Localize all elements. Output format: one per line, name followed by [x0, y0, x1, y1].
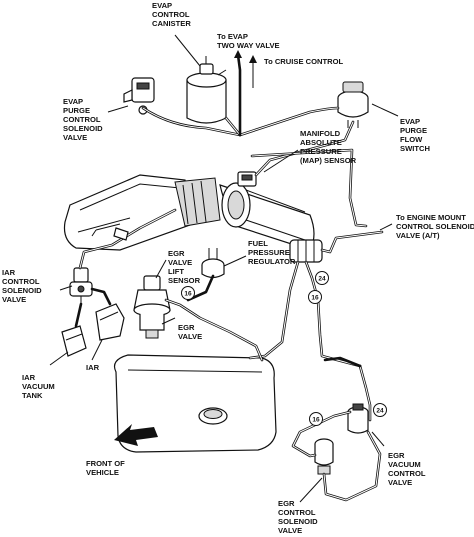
hose-badge: 16 [181, 286, 195, 300]
svg-text:EGR: EGR [178, 323, 195, 332]
svg-text:FUEL: FUEL [248, 239, 268, 248]
destination-arrows [234, 50, 257, 88]
iar-unit [95, 303, 125, 341]
svg-text:VALVE: VALVE [278, 526, 302, 535]
svg-text:24: 24 [318, 276, 326, 283]
intake-manifold [219, 182, 315, 251]
svg-text:EGR: EGR [278, 499, 295, 508]
svg-text:VACUUM: VACUUM [388, 460, 421, 469]
svg-text:IAR: IAR [22, 373, 36, 382]
svg-text:ABSOLUTE: ABSOLUTE [300, 138, 342, 147]
svg-text:SOLENOID: SOLENOID [278, 517, 318, 526]
svg-text:To ENGINE MOUNT: To ENGINE MOUNT [396, 213, 466, 222]
svg-text:CONTROL: CONTROL [388, 469, 426, 478]
svg-text:EVAP: EVAP [400, 117, 420, 126]
label-evap-control-canister: EVAP CONTROL CANISTER [152, 1, 191, 28]
iar-vacuum-tank [61, 325, 87, 357]
svg-text:CANISTER: CANISTER [152, 19, 191, 28]
svg-text:PURGE: PURGE [63, 106, 90, 115]
egr-valve [133, 275, 171, 339]
svg-text:PRESSURE: PRESSURE [248, 248, 290, 257]
svg-text:SOLENOID: SOLENOID [2, 286, 42, 295]
evap-purge-control-solenoid-valve [123, 77, 155, 115]
hose-badge: 16 [308, 290, 322, 304]
svg-text:CONTROL: CONTROL [2, 277, 40, 286]
svg-text:EGR: EGR [168, 249, 185, 258]
svg-text:VACUUM: VACUUM [22, 382, 55, 391]
label-two-way-valve: To EVAP TWO WAY VALVE [217, 32, 280, 50]
air-intake-duct [63, 174, 221, 251]
svg-text:(MAP) SENSOR: (MAP) SENSOR [300, 156, 357, 165]
svg-text:24: 24 [376, 408, 384, 415]
label-iar-control-solenoid: IAR CONTROL SOLENOID VALVE [2, 268, 42, 304]
label-iar-vacuum-tank: IAR VACUUM TANK [22, 373, 55, 400]
svg-text:TWO WAY VALVE: TWO WAY VALVE [217, 41, 280, 50]
svg-text:CONTROL: CONTROL [152, 10, 190, 19]
svg-text:CONTROL: CONTROL [63, 115, 101, 124]
svg-text:To CRUISE CONTROL: To CRUISE CONTROL [264, 57, 344, 66]
svg-text:IAR: IAR [86, 363, 100, 372]
label-front-of-vehicle: FRONT OF VEHICLE [86, 459, 125, 477]
svg-text:VEHICLE: VEHICLE [86, 468, 119, 477]
label-engine-mount-valve: To ENGINE MOUNT CONTROL SOLENOID VALVE (… [396, 213, 474, 240]
hose-badge: 16 [309, 412, 323, 426]
svg-text:EVAP: EVAP [63, 97, 83, 106]
svg-text:16: 16 [311, 295, 319, 302]
svg-text:MANIFOLD: MANIFOLD [300, 129, 341, 138]
fuel-pressure-regulator [201, 248, 225, 279]
label-egr-valve-lift-sensor: EGR VALVE LIFT SENSOR [168, 249, 201, 285]
svg-text:VALVE: VALVE [2, 295, 26, 304]
svg-text:LIFT: LIFT [168, 267, 184, 276]
label-egr-control-solenoid: EGR CONTROL SOLENOID VALVE [278, 499, 318, 535]
svg-text:EVAP: EVAP [152, 1, 172, 10]
svg-text:FRONT OF: FRONT OF [86, 459, 125, 468]
map-sensor [237, 171, 257, 187]
svg-text:16: 16 [312, 417, 320, 424]
svg-text:CONTROL SOLENOID: CONTROL SOLENOID [396, 222, 474, 231]
svg-text:CONTROL: CONTROL [278, 508, 316, 517]
label-cruise-control: To CRUISE CONTROL [264, 57, 344, 66]
hose-badge: 24 [373, 403, 387, 417]
egr-vacuum-control-valve [347, 403, 369, 434]
svg-text:VALVE: VALVE [168, 258, 192, 267]
svg-text:EGR: EGR [388, 451, 405, 460]
svg-text:PURGE: PURGE [400, 126, 427, 135]
front-of-vehicle-arrow [114, 424, 158, 446]
svg-text:IAR: IAR [2, 268, 16, 277]
hose-badge: 24 [315, 271, 329, 285]
label-iar: IAR [86, 363, 100, 372]
valve-cover [113, 354, 277, 453]
svg-text:16: 16 [184, 291, 192, 298]
svg-text:To EVAP: To EVAP [217, 32, 248, 41]
label-evap-purge-solenoid: EVAP PURGE CONTROL SOLENOID VALVE [63, 97, 103, 142]
svg-text:FLOW: FLOW [400, 135, 423, 144]
evap-purge-flow-switch [337, 81, 369, 128]
svg-text:PRESSURE: PRESSURE [300, 147, 342, 156]
label-map-sensor: MANIFOLD ABSOLUTE PRESSURE (MAP) SENSOR [300, 129, 357, 165]
label-egr-vacuum-control: EGR VACUUM CONTROL VALVE [388, 451, 426, 487]
svg-text:VALVE: VALVE [178, 332, 202, 341]
svg-text:SOLENOID: SOLENOID [63, 124, 103, 133]
svg-text:VALVE: VALVE [388, 478, 412, 487]
label-fuel-pressure-regulator: FUEL PRESSURE REGULATOR [248, 239, 296, 266]
svg-text:VALVE: VALVE [63, 133, 87, 142]
vacuum-hoses [74, 53, 384, 502]
svg-text:VALVE (A/T): VALVE (A/T) [396, 231, 440, 240]
label-egr-valve: EGR VALVE [178, 323, 202, 341]
evap-control-canister [186, 56, 227, 124]
svg-text:REGULATOR: REGULATOR [248, 257, 296, 266]
svg-text:SENSOR: SENSOR [168, 276, 201, 285]
egr-control-solenoid-valve [314, 438, 334, 475]
svg-text:SWITCH: SWITCH [400, 144, 430, 153]
label-evap-purge-flow-switch: EVAP PURGE FLOW SWITCH [400, 117, 430, 153]
svg-text:TANK: TANK [22, 391, 43, 400]
iar-control-solenoid-valve [69, 267, 93, 304]
leader-lines [49, 34, 399, 503]
